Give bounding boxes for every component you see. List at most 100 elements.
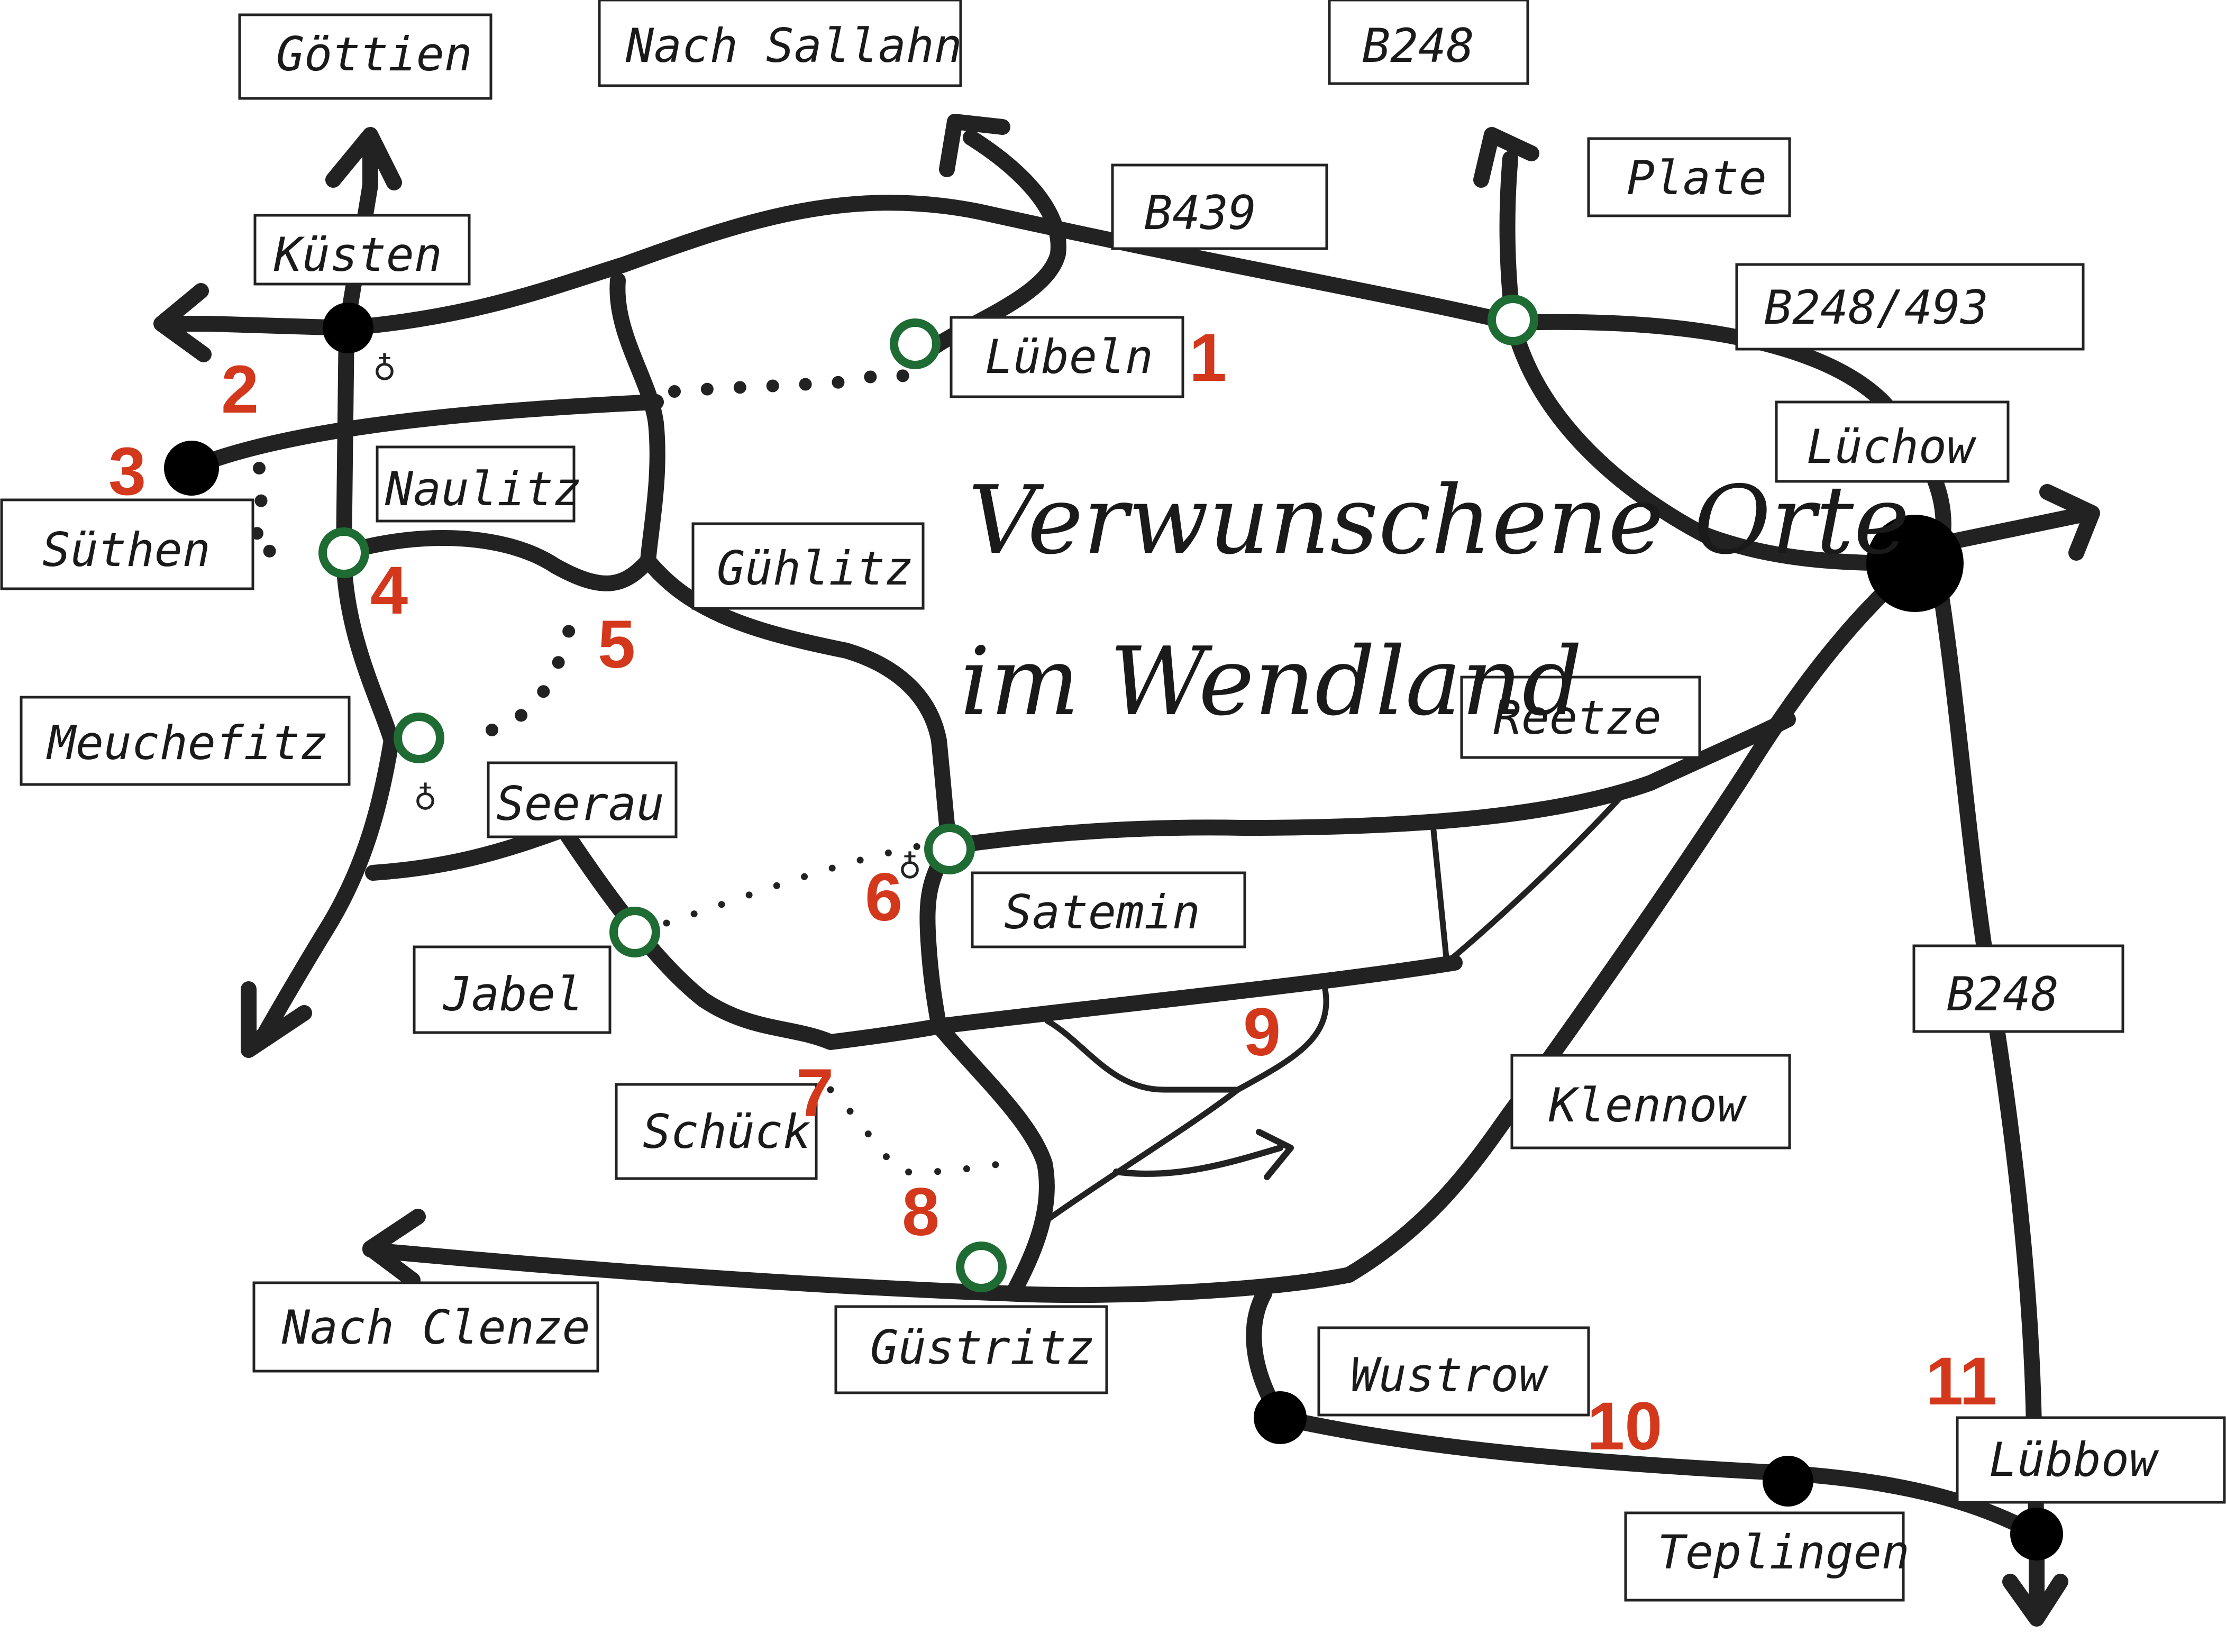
stop-ring-luebeln	[890, 318, 941, 369]
label-b248-right: B248	[1912, 944, 2124, 1033]
road-seerau-jabel	[558, 825, 947, 1050]
church-symbols: ♁ ♁ ♁	[373, 351, 922, 886]
arrow-luechow-east	[1928, 484, 2100, 561]
church-icon: ♁	[898, 849, 922, 886]
place-label: Satemin	[1004, 885, 1200, 939]
label-wustrow: Wustrow	[1317, 1326, 1590, 1417]
stop-number-6: 6	[865, 860, 902, 935]
map-title: Verwunschene Orte im Wendland	[960, 466, 1910, 736]
stop-number-1: 1	[1189, 320, 1227, 396]
town-dot-luechow	[1866, 515, 1964, 612]
stop-number-10: 10	[1587, 1389, 1662, 1464]
label-guestritz: Güstritz	[834, 1305, 1108, 1394]
place-label: Plate	[1627, 151, 1767, 205]
town-dot-teplingen	[1763, 1456, 1813, 1507]
stop-ring-satemin	[924, 824, 975, 874]
place-label: Naulitz	[385, 462, 581, 516]
place-label: Nach Clenze	[281, 1300, 590, 1355]
place-label: B248	[1947, 967, 2059, 1021]
road-kuesten-b248	[339, 195, 1521, 336]
road-naulitz-guehlitz	[336, 530, 656, 591]
stop-number-7: 7	[796, 1055, 834, 1131]
map-title-line2: im Wendland	[960, 627, 1582, 736]
place-label: Nach Sallahn	[625, 19, 962, 73]
label-jabel: Jabel	[413, 945, 612, 1034]
trail-schueck-8	[827, 1086, 1025, 1176]
church-icon: ♁	[373, 351, 396, 388]
stop-ring-meuchefitz	[394, 713, 444, 763]
place-label: Gühlitz	[717, 541, 913, 596]
arrow-nach-clenze	[362, 1209, 426, 1288]
label-meuchefitz: Meuchefitz	[20, 696, 351, 786]
arrow-nach-sallahn	[923, 114, 1066, 357]
label-satemin: Satemin	[971, 871, 1246, 948]
road-seerau-link	[365, 823, 569, 881]
road-southwest-exit	[257, 733, 399, 1042]
label-schueck: Schück	[615, 1083, 818, 1180]
town-dot-kuesten	[323, 303, 373, 353]
place-labels: Göttien Nach Sallahn B248 Plate B439 Küs…	[0, 0, 2226, 1602]
label-nach-clenze: Nach Clenze	[252, 1281, 599, 1373]
place-label: Seerau	[496, 777, 664, 831]
stop-ring-jabel	[609, 907, 660, 957]
arrow-southwest	[241, 981, 312, 1058]
place-label: B248	[1362, 19, 1474, 73]
place-label: Lüchow	[1807, 419, 1977, 474]
label-plate: Plate	[1587, 137, 1791, 217]
place-label: Teplingen	[1657, 1525, 1910, 1580]
label-naulitz: Naulitz	[376, 445, 581, 523]
place-label: Güstritz	[870, 1320, 1094, 1375]
road-north-guehlitz	[609, 272, 665, 569]
road-loop-9	[1044, 1018, 1241, 1093]
road-b248-493-luechow-east	[1505, 314, 1951, 571]
stop-number-4: 4	[370, 553, 408, 628]
road-b248-493-luechow-west	[1505, 315, 1923, 571]
place-label: Lübbow	[1989, 1432, 2159, 1487]
road-satemin-south-east	[931, 955, 1463, 1034]
arrow-b248-north	[1473, 127, 1539, 331]
stop-number-3: 3	[108, 434, 146, 509]
label-suethen: Süthen	[0, 498, 254, 590]
town-dot-suethen	[164, 441, 219, 496]
label-seerau: Seerau	[487, 761, 678, 838]
stop-ring-suethen-4	[318, 527, 369, 578]
place-label: B439	[1144, 186, 1256, 240]
road-diagonal-guestritz	[1034, 1087, 1241, 1230]
walking-trails	[246, 368, 1025, 1176]
place-label: Wustrow	[1351, 1348, 1549, 1402]
road-loop-9-east	[1235, 986, 1329, 1093]
place-label: Schück	[643, 1105, 811, 1159]
road-suethen-east	[183, 394, 664, 476]
road-link-diagonal	[1444, 790, 1627, 966]
label-b248-493: B248/493	[1735, 263, 2085, 351]
road-link-vertical	[1430, 827, 1450, 966]
stop-number-9: 9	[1243, 994, 1281, 1070]
road-satemin-reetze	[942, 711, 1796, 854]
label-reetze: Reetze	[1460, 676, 1701, 759]
arrow-kuesten-west	[153, 283, 217, 362]
stop-number-11: 11	[1926, 1344, 1997, 1419]
label-luebeln: Lübeln	[950, 316, 1184, 398]
stop-number-5: 5	[598, 607, 635, 682]
place-label: Reetze	[1493, 690, 1662, 745]
stop-ring-guestritz	[956, 1242, 1007, 1292]
place-label: Süthen	[42, 523, 211, 577]
label-luechow: Lüchow	[1775, 400, 2010, 483]
church-icon: ♁	[414, 780, 437, 817]
place-label: Jabel	[442, 967, 583, 1021]
stop-markers	[318, 295, 1538, 1292]
label-luebbow: Lübbow	[1956, 1416, 2226, 1504]
stop-ring-b248-493	[1488, 295, 1538, 345]
label-b248-top: B248	[1328, 0, 1529, 85]
place-label: Klennow	[1548, 1078, 1747, 1133]
label-goettien: Göttien	[238, 13, 492, 100]
label-b439: B439	[1111, 163, 1328, 250]
label-teplingen: Teplingen	[1624, 1511, 1910, 1602]
place-label: Göttien	[276, 27, 472, 81]
place-label: Meuchefitz	[46, 716, 328, 770]
map-title-line1: Verwunschene Orte	[968, 466, 1910, 575]
trail-suethen	[246, 462, 303, 559]
town-dot-wustrow	[1254, 1391, 1307, 1444]
town-dot-luebbow	[2010, 1508, 2063, 1560]
